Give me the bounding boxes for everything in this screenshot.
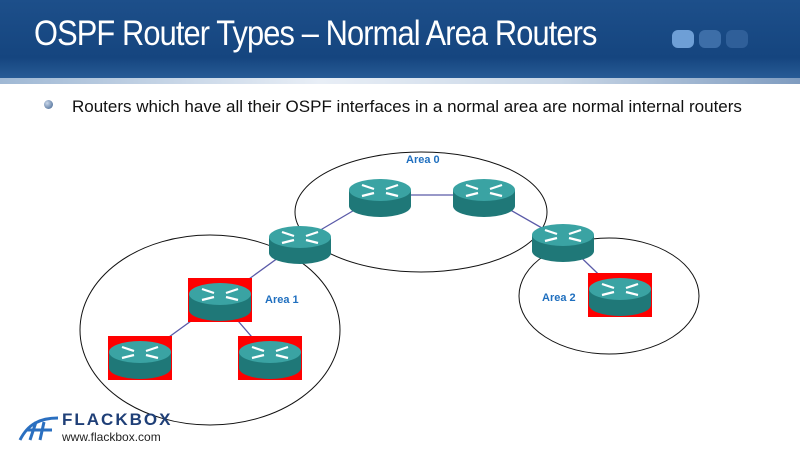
flackbox-logo-icon xyxy=(18,416,59,441)
area-1-boundary xyxy=(79,234,341,426)
router-icon xyxy=(530,222,596,264)
router-icon xyxy=(587,276,653,318)
links xyxy=(139,194,621,359)
bullet-icon xyxy=(44,100,53,109)
dot xyxy=(726,30,748,48)
router-icon xyxy=(347,177,413,219)
area-1-label: Area 1 xyxy=(265,294,299,306)
area-2-label: Area 2 xyxy=(542,292,576,304)
router-icon xyxy=(267,224,333,266)
title-bar xyxy=(0,0,800,82)
router-icon xyxy=(451,177,517,219)
area-2-boundary xyxy=(518,237,700,355)
router-icon xyxy=(237,339,303,381)
bullet-text: Routers which have all their OSPF interf… xyxy=(72,97,742,116)
slide-title: OSPF Router Types – Normal Area Routers xyxy=(34,14,597,53)
router-icon xyxy=(187,281,253,323)
brand-url: www.flackbox.com xyxy=(62,430,161,444)
area-0-label: Area 0 xyxy=(406,154,440,166)
area-0-boundary xyxy=(294,151,548,273)
router-icon xyxy=(107,339,173,381)
decorative-dots xyxy=(672,30,748,48)
dot xyxy=(672,30,694,48)
dot xyxy=(699,30,721,48)
title-band xyxy=(0,78,800,84)
brand-name: FLACKBOX xyxy=(62,410,173,429)
